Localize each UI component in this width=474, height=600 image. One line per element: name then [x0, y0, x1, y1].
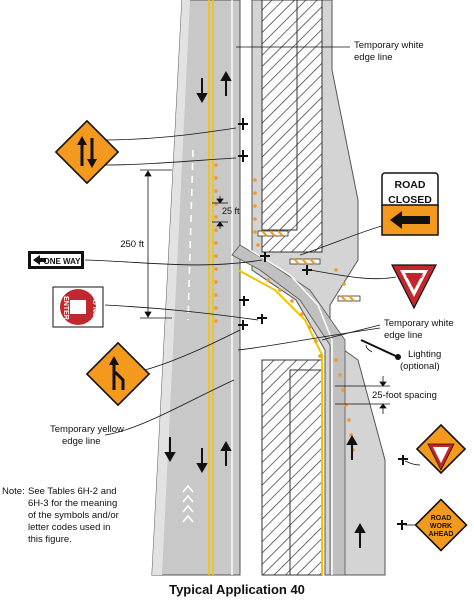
one-way-text: ONE WAY	[43, 257, 81, 266]
temp-yellow-edge-label-2: edge line	[62, 436, 101, 447]
dimension-25ft-label: 25 ft	[222, 206, 240, 216]
closed-area-upper-inner	[261, 0, 298, 231]
main-roadway-shoulder	[152, 0, 190, 575]
road-work-ahead-sign: ROAD WORK AHEAD	[414, 498, 468, 552]
lighting-fixture	[395, 354, 401, 360]
spacing-label: 25-foot spacing	[372, 390, 437, 401]
type3-barricade-1	[257, 230, 289, 237]
lighting-pole	[360, 339, 401, 359]
note-line-2: 6H-3 for the meaning	[28, 498, 117, 509]
temp-white-edge-label-mid-2: edge line	[384, 330, 423, 341]
do-not-enter-line-1: DO NOT	[91, 294, 98, 322]
note-prefix: Note:	[2, 486, 25, 497]
sign-location-markers	[238, 118, 408, 530]
two-way-traffic-sign	[54, 119, 120, 185]
note-line-4: letter codes used in	[28, 522, 110, 533]
type3-barricade-2	[289, 258, 321, 265]
type3-barricade-3	[337, 295, 361, 302]
dimension-250ft-label: 250 ft	[120, 239, 144, 250]
yield-sign: YIELD	[391, 264, 437, 310]
temp-white-edge-label-mid-1: Temporary white	[384, 318, 454, 329]
road-closed-line-1: ROAD	[395, 179, 426, 191]
road-work-ahead-line-2: WORK	[430, 523, 452, 530]
yield-ahead-sign	[415, 423, 467, 475]
arrow-board-sign	[381, 204, 439, 236]
road-closed-sign: ROAD CLOSED	[381, 172, 439, 210]
dimension-250ft	[140, 169, 172, 319]
do-not-enter-line-2: ENTER	[62, 296, 69, 320]
note-line-1: See Tables 6H-2 and	[28, 486, 117, 497]
temp-white-edge-label-top-2: edge line	[354, 52, 393, 63]
closed-area-bottom-inner	[289, 369, 323, 576]
lane-drop-chevrons	[182, 484, 194, 523]
road-closed-line-2: CLOSED	[388, 194, 432, 206]
temp-white-edge-label-top-1: Temporary white	[354, 40, 424, 51]
leader-lines	[84, 46, 421, 526]
direction-arrows	[164, 70, 366, 548]
note-line-5: this figure.	[28, 534, 72, 545]
lane-merge-sign	[85, 341, 151, 407]
one-way-sign: ONE WAY	[28, 251, 84, 269]
crossover-white-edge	[249, 249, 333, 575]
lighting-label-1: Lighting	[408, 349, 441, 360]
crossover-yellow-edge	[237, 269, 323, 575]
do-not-enter-sign: ENTER DO NOT	[52, 286, 104, 328]
temp-yellow-edge-label-1: Temporary yellow	[50, 424, 124, 435]
dimension-25-foot-spacing	[335, 376, 390, 414]
yield-text: YIELD	[405, 274, 423, 280]
figure-title: Typical Application 40	[169, 582, 305, 597]
centerline-channelizers	[214, 163, 218, 323]
lane-line-left	[187, 149, 194, 321]
road-work-ahead-line-1: ROAD	[431, 515, 452, 522]
lighting-label-2: (optional)	[400, 361, 440, 372]
note-line-3: of the symbols and/or	[28, 510, 119, 521]
road-work-ahead-line-3: AHEAD	[429, 531, 454, 538]
dimension-25ft	[212, 196, 228, 229]
